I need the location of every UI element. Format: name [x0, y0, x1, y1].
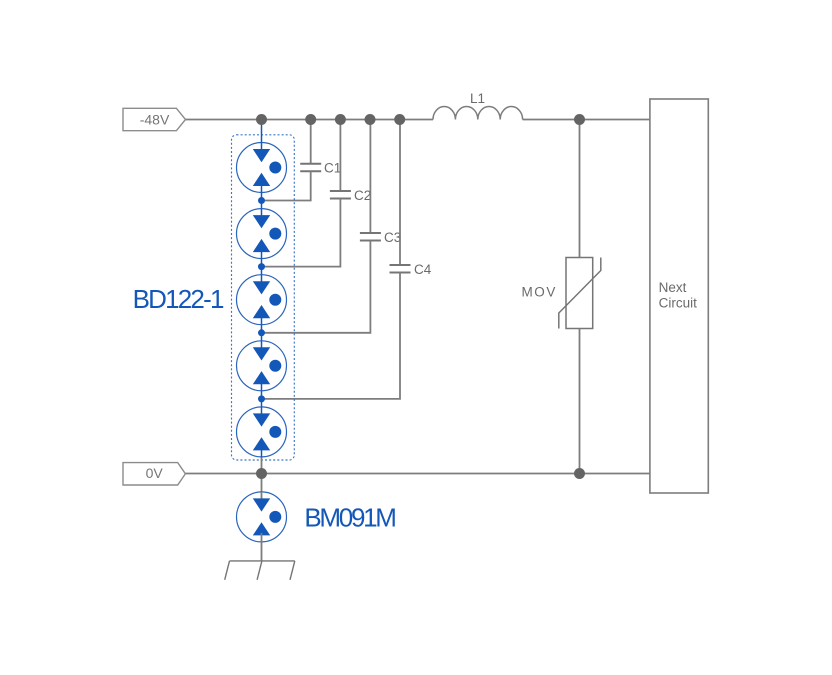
svg-text:MOV: MOV: [521, 284, 557, 299]
svg-text:Next: Next: [659, 280, 687, 295]
svg-text:0V: 0V: [146, 465, 164, 481]
svg-text:Circuit: Circuit: [659, 296, 698, 311]
svg-text:C4: C4: [414, 262, 432, 277]
svg-text:L1: L1: [470, 91, 485, 106]
svg-text:-48V: -48V: [140, 111, 170, 127]
svg-text:C3: C3: [384, 230, 401, 245]
svg-text:BM091M: BM091M: [304, 502, 395, 532]
svg-text:C1: C1: [324, 161, 341, 176]
svg-text:BD122-1: BD122-1: [133, 284, 224, 314]
svg-text:C2: C2: [354, 188, 371, 203]
